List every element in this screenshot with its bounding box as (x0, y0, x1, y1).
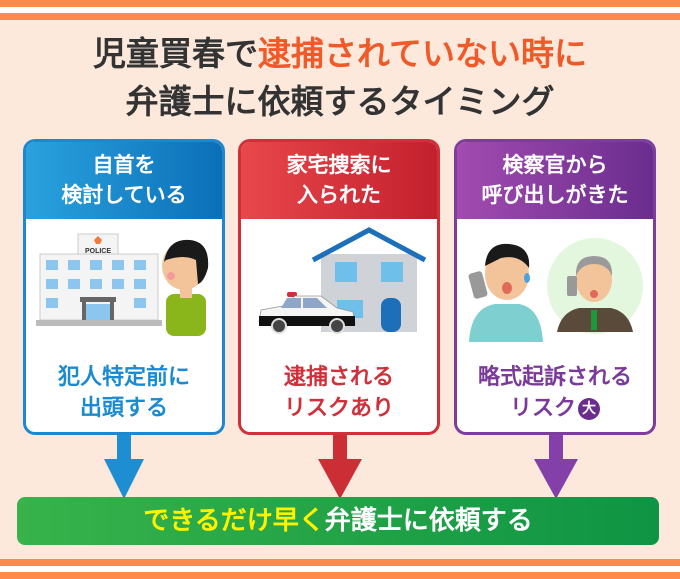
card-heading-line1: 検察官から (502, 153, 608, 177)
page-subtitle: 弁護士に依頼するタイミング (125, 82, 555, 121)
card-heading: 自首を 検討している (26, 142, 222, 219)
police-station-illustration: POLICE (36, 233, 209, 336)
card-heading-line2: 検討している (61, 183, 187, 207)
card-heading-line1: 家宅捜索に (286, 153, 392, 177)
arrow-down-blue-icon (104, 435, 144, 499)
bottom-stripe-outer (0, 572, 680, 579)
card-heading-line1: 自首を (92, 153, 156, 177)
card-result-line2-text: リスク (509, 396, 576, 421)
card-heading-line2: 入られた (297, 183, 381, 207)
card-result-line1: 犯人特定前に (57, 365, 190, 390)
phone-call-illustration (468, 238, 643, 342)
card-result-line2: リスクあり (283, 396, 394, 421)
card-result: 逮捕される リスクあり (241, 362, 437, 424)
card-self-surrender: 自首を 検討している POLICE 犯人特定前に (23, 139, 225, 435)
card-result-line2: 出頭する (79, 396, 168, 421)
banner-highlight: できるだけ早く (143, 506, 325, 536)
top-stripe-gap (0, 7, 680, 13)
bottom-stripe-inner (0, 559, 680, 566)
arrow-down-purple-icon (534, 435, 578, 499)
prosecutor-on-phone-icon (547, 238, 643, 334)
title-prefix: 児童買春で (92, 34, 258, 73)
card-result: 略式起訴される リスク大 (457, 362, 653, 424)
card-heading: 家宅捜索に 入られた (241, 142, 437, 219)
police-building-icon (36, 233, 162, 326)
arrow-down-red-icon (318, 435, 362, 499)
card-house-search: 家宅捜索に 入られた 逮捕される リスクあり (238, 139, 440, 435)
bottom-stripe-gap (0, 566, 680, 572)
card-result: 犯人特定前に 出頭する (26, 362, 222, 424)
card-result-line2: リスク大 (457, 393, 653, 424)
police-sign-text: POLICE (85, 248, 111, 255)
card-heading: 検察官から 呼び出しがきた (457, 142, 653, 219)
card-heading-line2: 呼び出しがきた (481, 183, 629, 207)
top-stripe-outer (0, 0, 680, 7)
house-police-car-illustration (258, 227, 427, 334)
worried-man-on-phone-icon (468, 243, 543, 342)
banner-text: 弁護士に依頼する (324, 506, 533, 536)
card-result-line1: 逮捕される (283, 365, 394, 390)
house-icon (311, 227, 427, 332)
card-result-line1: 略式起訴される (477, 365, 632, 390)
large-badge: 大 (578, 398, 600, 420)
police-car-icon (258, 292, 356, 334)
title-highlight: 逮捕されていない時に (257, 34, 587, 73)
page-title: 児童買春で逮捕されていない時に (0, 32, 680, 76)
worried-man-icon (162, 239, 209, 336)
top-stripe-inner (0, 13, 680, 20)
conclusion-banner: できるだけ早く弁護士に依頼する (17, 497, 659, 545)
card-prosecutor-summons: 検察官から 呼び出しがきた 略式起訴される リスク大 (454, 139, 656, 435)
